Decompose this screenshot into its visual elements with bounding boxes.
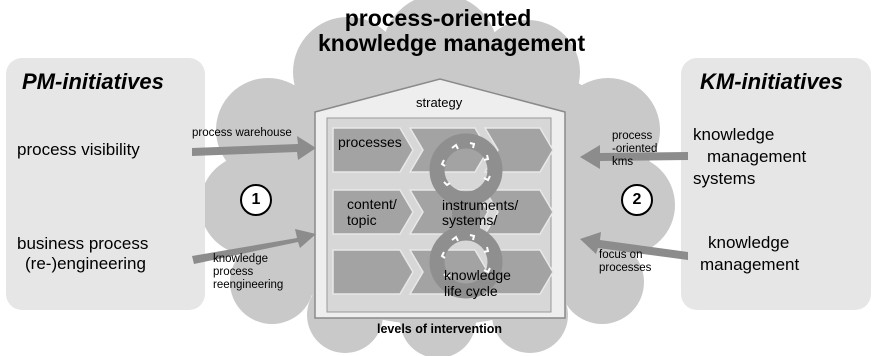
house-row-topic: topic [347, 212, 377, 228]
badge-2: 2 [621, 184, 653, 216]
house-roof-label: strategy [416, 95, 463, 110]
km-initiatives-heading: KM-initiatives [700, 69, 844, 94]
cycle-arrow-marks [440, 142, 491, 279]
house-base-label: levels of intervention [377, 322, 503, 336]
pm-initiatives-heading: PM-initiatives [22, 69, 164, 94]
km-item-knowledge: knowledge [693, 125, 775, 144]
km-item-knowledge-2: knowledge [708, 233, 790, 252]
ring-label-knowledge: knowledge [444, 267, 511, 283]
house-row-content: content/ [347, 196, 397, 212]
label-knowledge-process-reengineering: knowledge process reengineering [213, 253, 283, 293]
diagram-title: process-oriented knowledge management [318, 5, 586, 56]
arrow-process-oriented-kms [580, 145, 688, 169]
ring-label-life-cycle: life cycle [444, 283, 498, 299]
arrow-focus-on-processes [580, 232, 688, 260]
label-kpr-line-1: knowledge [213, 253, 268, 265]
pm-item-business-process: business process [17, 234, 149, 253]
arrow-knowledge-process-reengineering [192, 229, 316, 264]
km-item-management-2: management [700, 255, 800, 274]
label-pok-line-3: kms [612, 156, 634, 169]
label-process-oriented-kms: process -oriented kms [612, 130, 657, 170]
label-fop-line-1: focus on [599, 249, 643, 261]
label-focus-on-processes: focus on processes [599, 249, 651, 275]
label-process-warehouse: process warehouse [192, 127, 292, 139]
badge-1: 1 [240, 184, 272, 216]
arrows [192, 136, 688, 264]
label-kpr-line-3: reengineering [213, 279, 284, 292]
km-initiatives-panel [681, 58, 871, 310]
ring-label-systems: systems/ [442, 212, 498, 228]
arrow-process-warehouse [192, 136, 316, 160]
km-item-systems: systems [693, 169, 756, 188]
title-line-1: process-oriented [344, 5, 532, 31]
pm-item-reengineering: (re-)engineering [25, 254, 146, 273]
label-kpr-line-2: process [213, 266, 254, 279]
pm-item-process-visibility: process visibility [17, 140, 140, 159]
label-fop-line-2: processes [599, 262, 652, 275]
pm-initiatives-panel [6, 58, 205, 310]
house-row-processes: processes [338, 134, 402, 150]
title-line-2: knowledge management [318, 29, 586, 56]
cycle-rings [429, 133, 503, 299]
label-pok-line-2: -oriented [612, 143, 658, 156]
ring-label-instruments: instruments/ [442, 197, 519, 213]
label-pok-line-1: process [612, 130, 653, 142]
km-item-management: management [707, 147, 807, 166]
